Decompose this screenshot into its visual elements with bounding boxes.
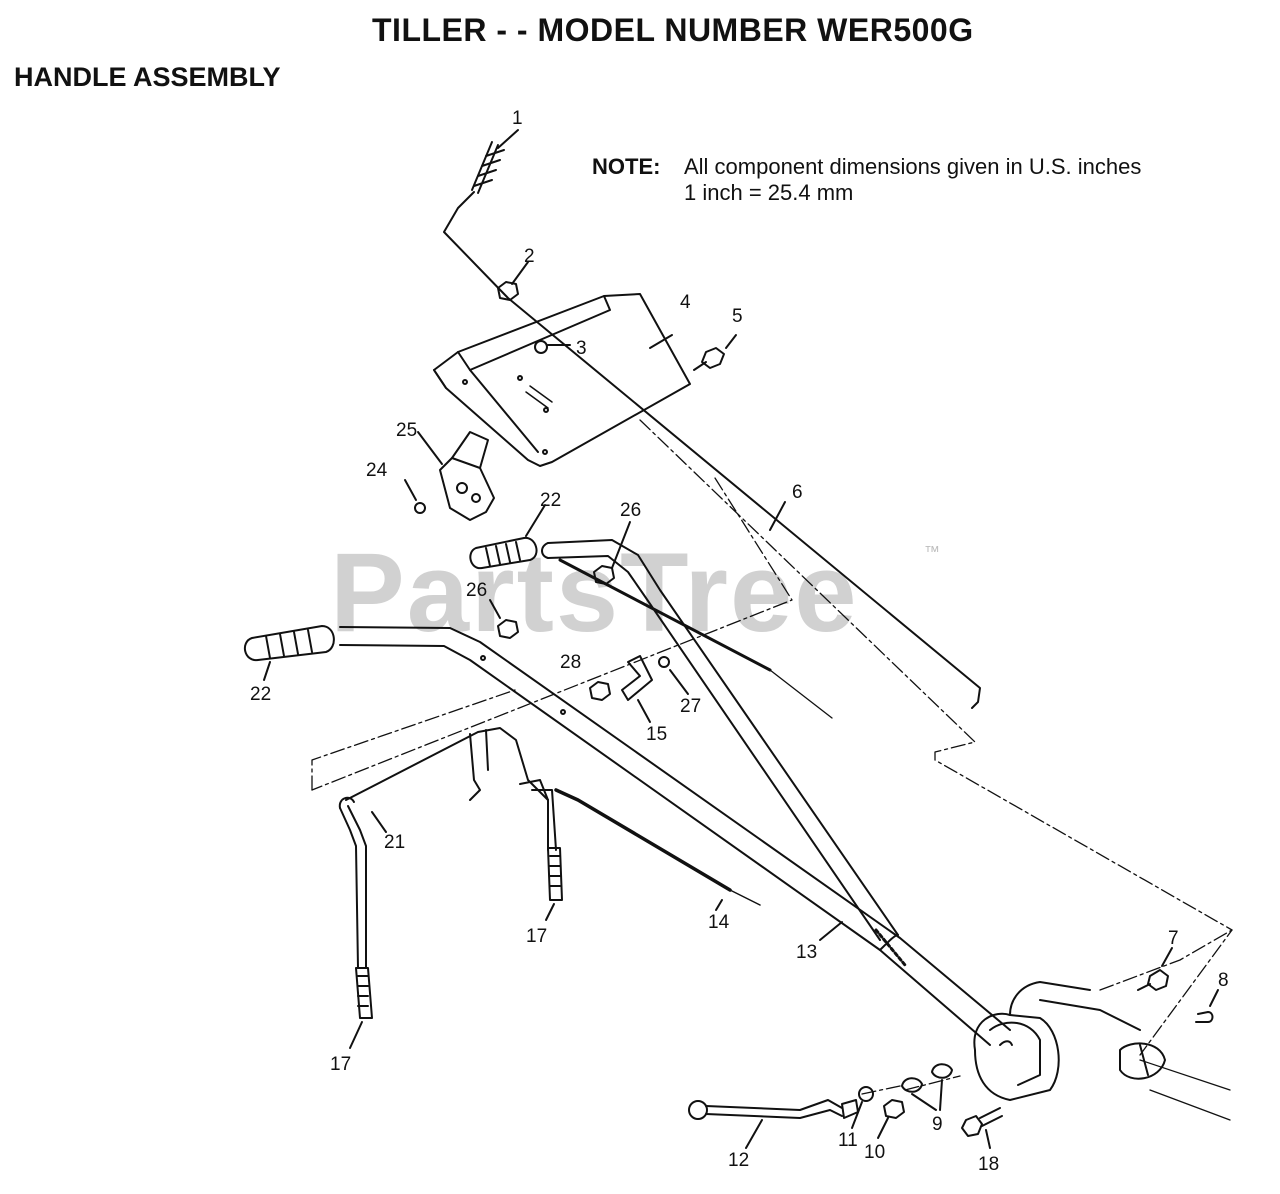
part-26-nuts [489,521,631,639]
part-9-spacers [901,1063,953,1111]
part-7-bolt [1137,947,1173,991]
note-label: NOTE: [592,154,661,179]
callout-numbers: 1 2 3 4 5 6 7 8 9 10 11 12 13 14 15 17 1… [250,108,1229,1175]
callout-5: 5 [732,306,743,327]
part-25-bracket [417,431,495,521]
note-line-2: 1 inch = 25.4 mm [684,180,854,205]
callout-2: 2 [524,246,535,267]
throttle-cable [558,558,833,719]
callout-14: 14 [708,912,730,933]
callout-17-upper: 17 [526,926,547,947]
watermark-logo: PartsTree [330,530,859,655]
note-text: All component dimensions given in U.S. i… [684,154,1141,206]
part-6-leader [769,501,786,531]
part-21-clutch-lever [338,727,557,969]
part-28-nut [589,681,611,701]
callout-18: 18 [978,1154,999,1175]
part-5-bolt [693,334,737,371]
callout-25: 25 [396,420,417,441]
callout-6: 6 [792,482,803,503]
part-13-lower-handle [339,626,1011,1046]
dimension-note: NOTE: All component dimensions given in U… [592,154,1141,206]
part-8-pin [1195,989,1219,1023]
part-15-bracket [621,655,653,723]
bolt-axis-line [861,1075,961,1095]
callout-3: 3 [576,338,587,359]
callout-8: 8 [1218,970,1229,991]
callout-12: 12 [728,1150,749,1171]
part-17-springs [349,847,563,1049]
note-line-1: All component dimensions given in U.S. i… [684,154,1142,179]
watermark-trademark: ™ [924,544,940,561]
upper-handle-tube [541,539,899,941]
callout-15: 15 [646,724,667,745]
callout-26-lower: 26 [466,580,487,601]
callout-9: 9 [932,1114,943,1135]
part-14-cable [554,788,761,911]
section-heading: HANDLE ASSEMBLY [14,62,281,92]
callout-10: 10 [864,1142,885,1163]
part-18-bolt [961,1107,1003,1149]
callout-21: 21 [384,832,405,853]
part-22-lower-grip [243,625,335,681]
callout-22-upper: 22 [540,490,561,511]
part-24-screw [404,479,426,514]
part-3-screw [517,340,571,413]
part-12-depth-lever [688,1099,859,1149]
part-22-upper-grip [469,504,546,570]
part-27-washer [658,656,689,695]
phantom-outline [311,419,1233,1056]
handle-mount-bracket [973,981,1231,1121]
callout-28: 28 [560,652,581,673]
callout-27: 27 [680,696,701,717]
callout-13: 13 [796,942,817,963]
callout-26-upper: 26 [620,500,641,521]
diagram-title: TILLER - - MODEL NUMBER WER500G [372,12,974,48]
part-2-nut [497,261,529,301]
callout-22-lower: 22 [250,684,271,705]
callout-1: 1 [512,108,523,129]
part-11-washer [851,1086,874,1129]
part-1-clutch-rod [443,129,981,709]
callout-11: 11 [838,1130,858,1151]
callout-4: 4 [680,292,691,313]
part-4-control-panel [433,293,691,467]
callout-7: 7 [1168,928,1179,949]
callout-24: 24 [366,460,388,481]
callout-17-lower: 17 [330,1054,351,1075]
part-10-nut [877,1099,905,1139]
